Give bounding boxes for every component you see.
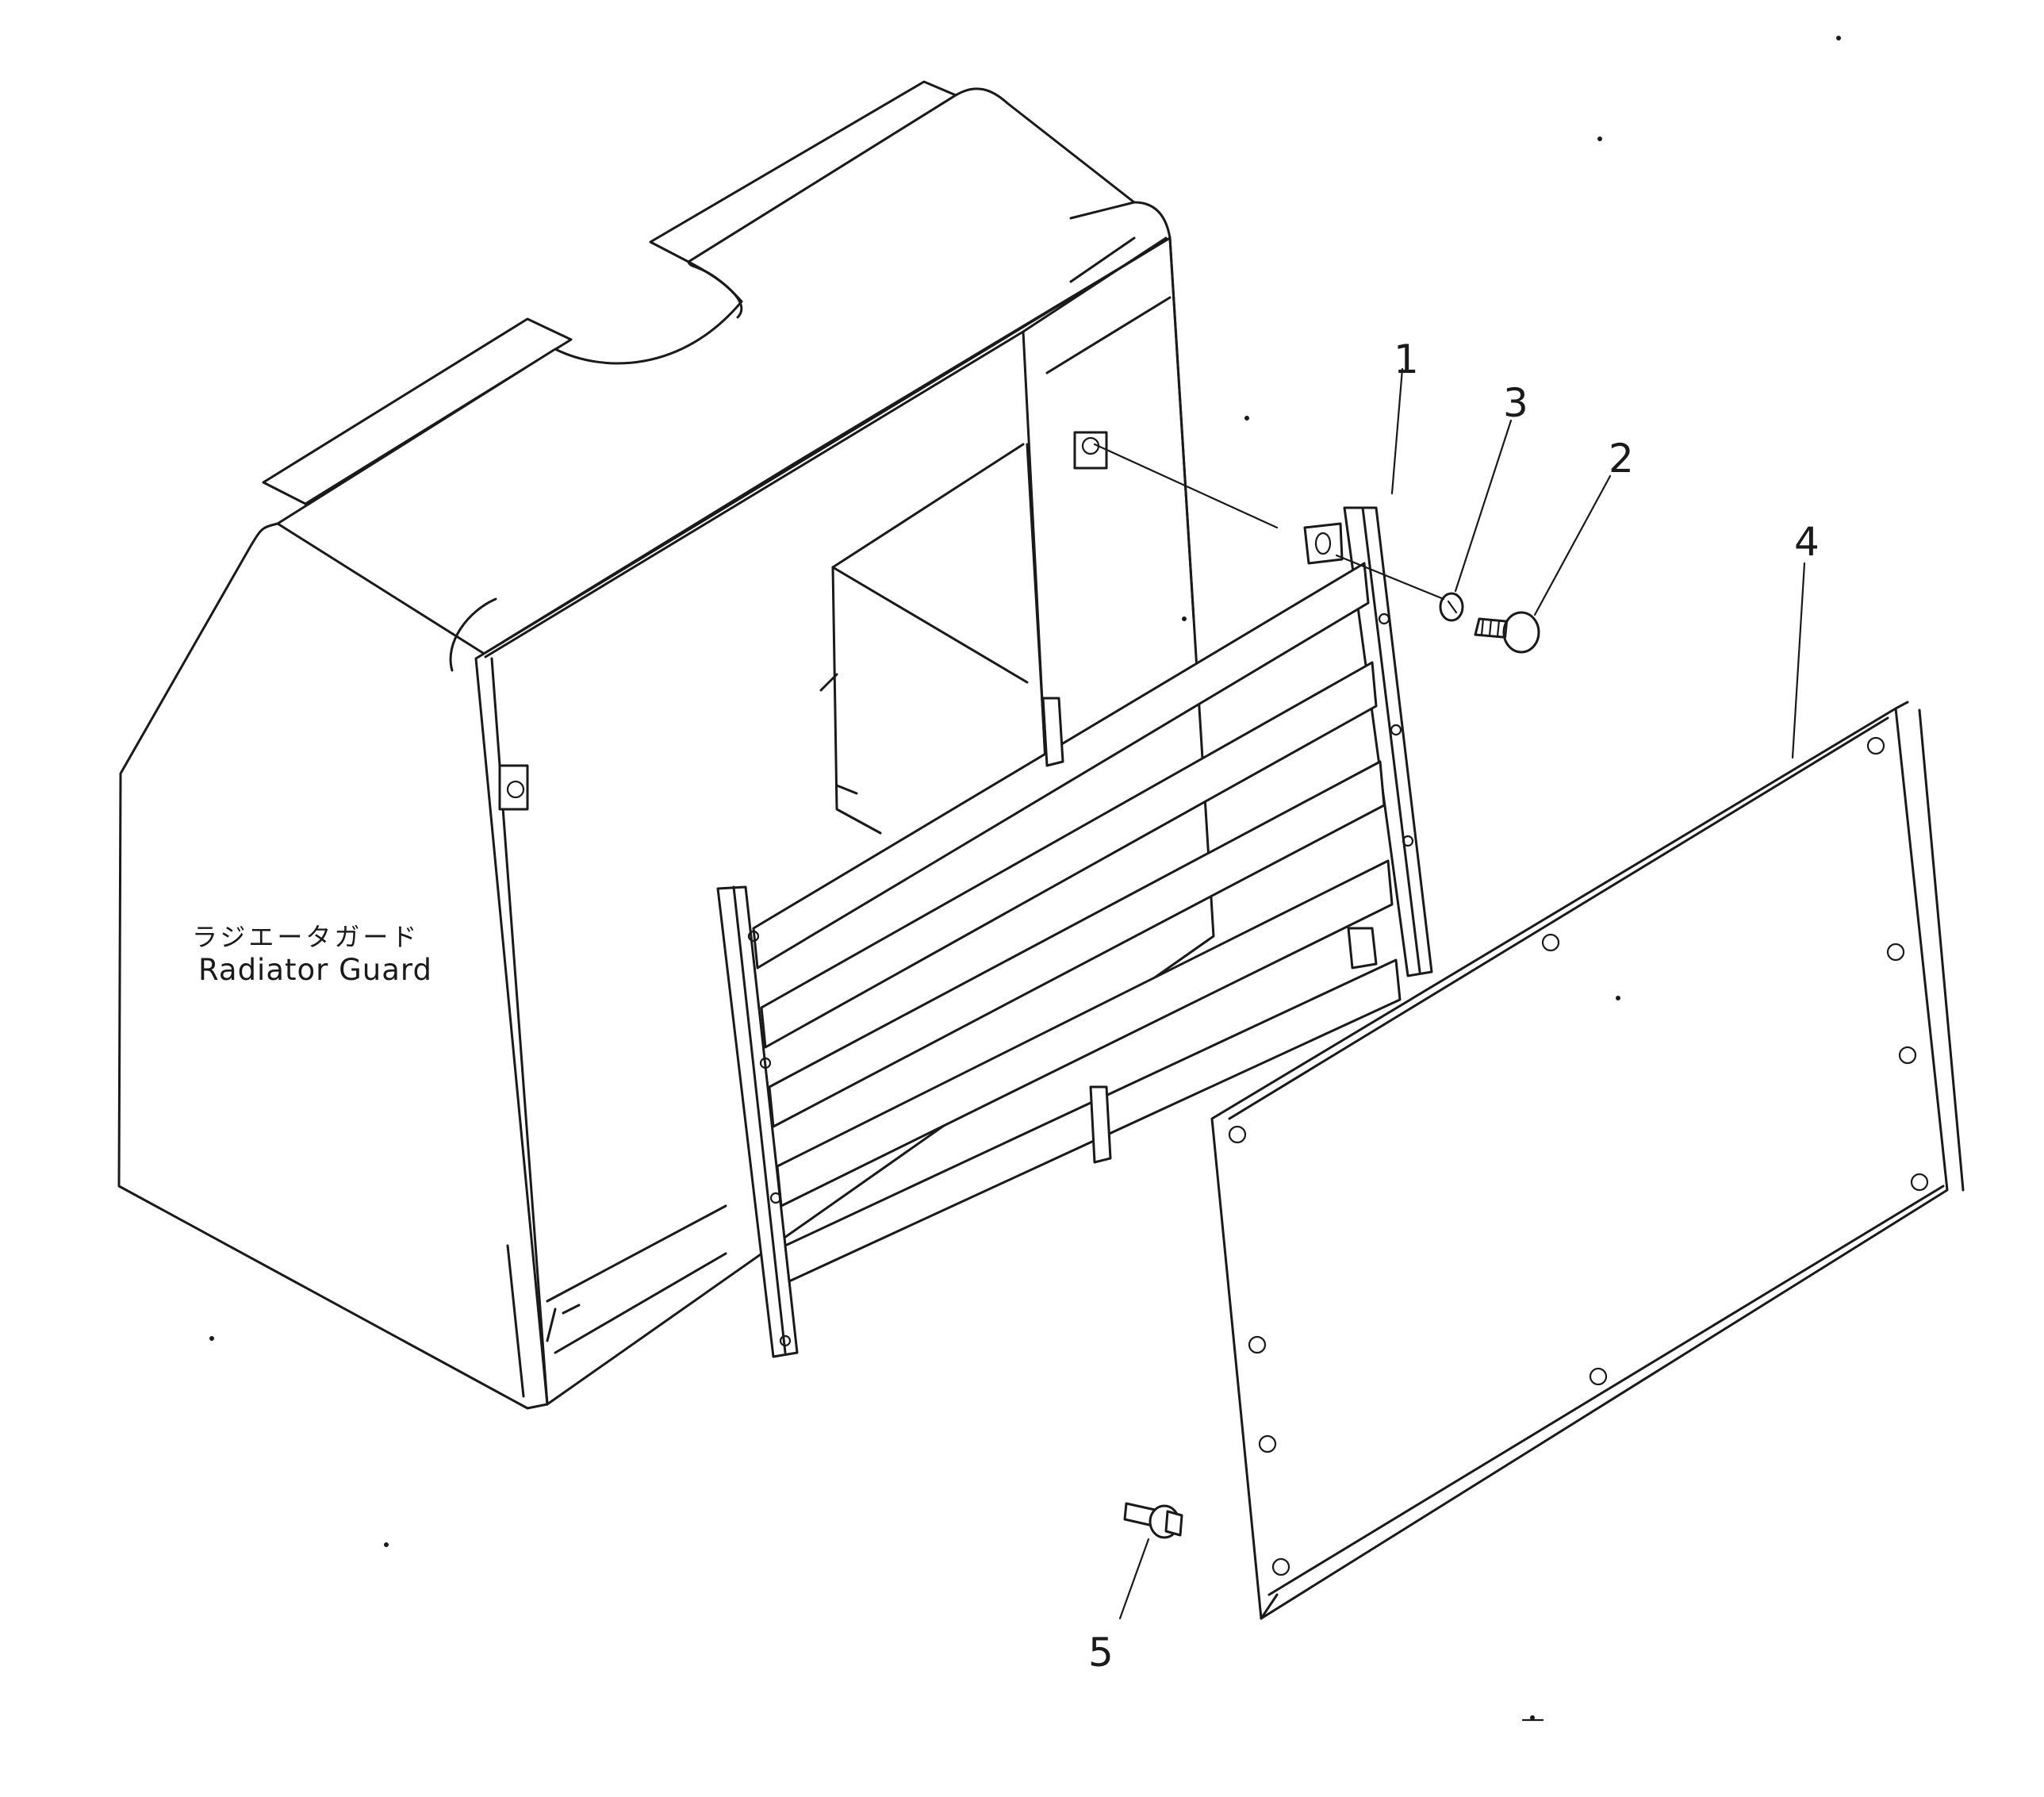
- lock-washer: [1439, 592, 1464, 622]
- cover-panel: [1210, 701, 1965, 1620]
- leader-lines: [1093, 367, 1806, 1620]
- callout-1: 1: [1394, 336, 1419, 382]
- radiator-guard-housing: [117, 80, 1215, 1410]
- caption-english: Radiator Guard: [198, 953, 432, 987]
- caption-japanese: ラジエータガード: [192, 922, 420, 952]
- callout-4: 4: [1794, 519, 1820, 565]
- scan-specks: [209, 36, 1841, 1722]
- callout-3: 3: [1503, 380, 1528, 426]
- callout-2: 2: [1609, 436, 1634, 482]
- callout-5: 5: [1088, 1630, 1114, 1676]
- diagram-caption: ラジエータガード Radiator Guard: [192, 922, 432, 987]
- panel-bolt-holes: [1228, 736, 1929, 1576]
- bolt: [1474, 611, 1540, 654]
- callout-labels: 1 2 3 4 5: [1088, 336, 1820, 1676]
- grille-assembly: [716, 506, 1433, 1358]
- wing-bolt: [1123, 1502, 1183, 1539]
